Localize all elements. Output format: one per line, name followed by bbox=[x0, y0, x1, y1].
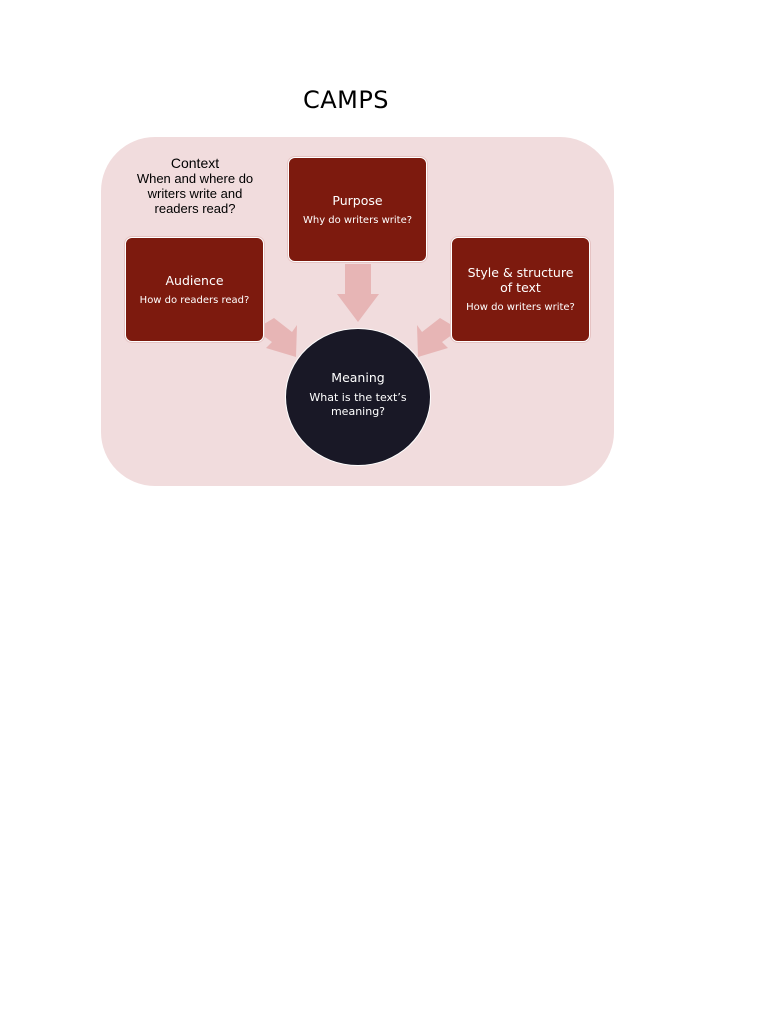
page-title: CAMPS bbox=[302, 86, 390, 114]
audience-box: Audience How do readers read? bbox=[125, 237, 264, 342]
meaning-title: Meaning bbox=[331, 369, 385, 385]
purpose-to-meaning-arrow bbox=[337, 264, 379, 322]
style-structure-title: Style & structure of text bbox=[467, 265, 574, 295]
purpose-box: Purpose Why do writers write? bbox=[288, 157, 427, 262]
context-question: When and where do writers write and read… bbox=[136, 171, 254, 216]
style-structure-box: Style & structure of text How do writers… bbox=[451, 237, 590, 342]
audience-question: How do readers read? bbox=[139, 294, 250, 306]
purpose-question: Why do writers write? bbox=[302, 214, 413, 226]
meaning-circle: Meaning What is the text’s meaning? bbox=[285, 328, 431, 466]
purpose-title: Purpose bbox=[332, 192, 383, 208]
audience-to-meaning-arrow bbox=[258, 318, 297, 357]
context-title: Context bbox=[170, 155, 220, 171]
audience-title: Audience bbox=[165, 272, 224, 288]
style-to-meaning-arrow bbox=[417, 318, 456, 357]
style-structure-question: How do writers write? bbox=[466, 302, 575, 313]
context-label: Context When and where do writers write … bbox=[128, 155, 262, 216]
meaning-question: What is the text’s meaning? bbox=[309, 390, 407, 418]
